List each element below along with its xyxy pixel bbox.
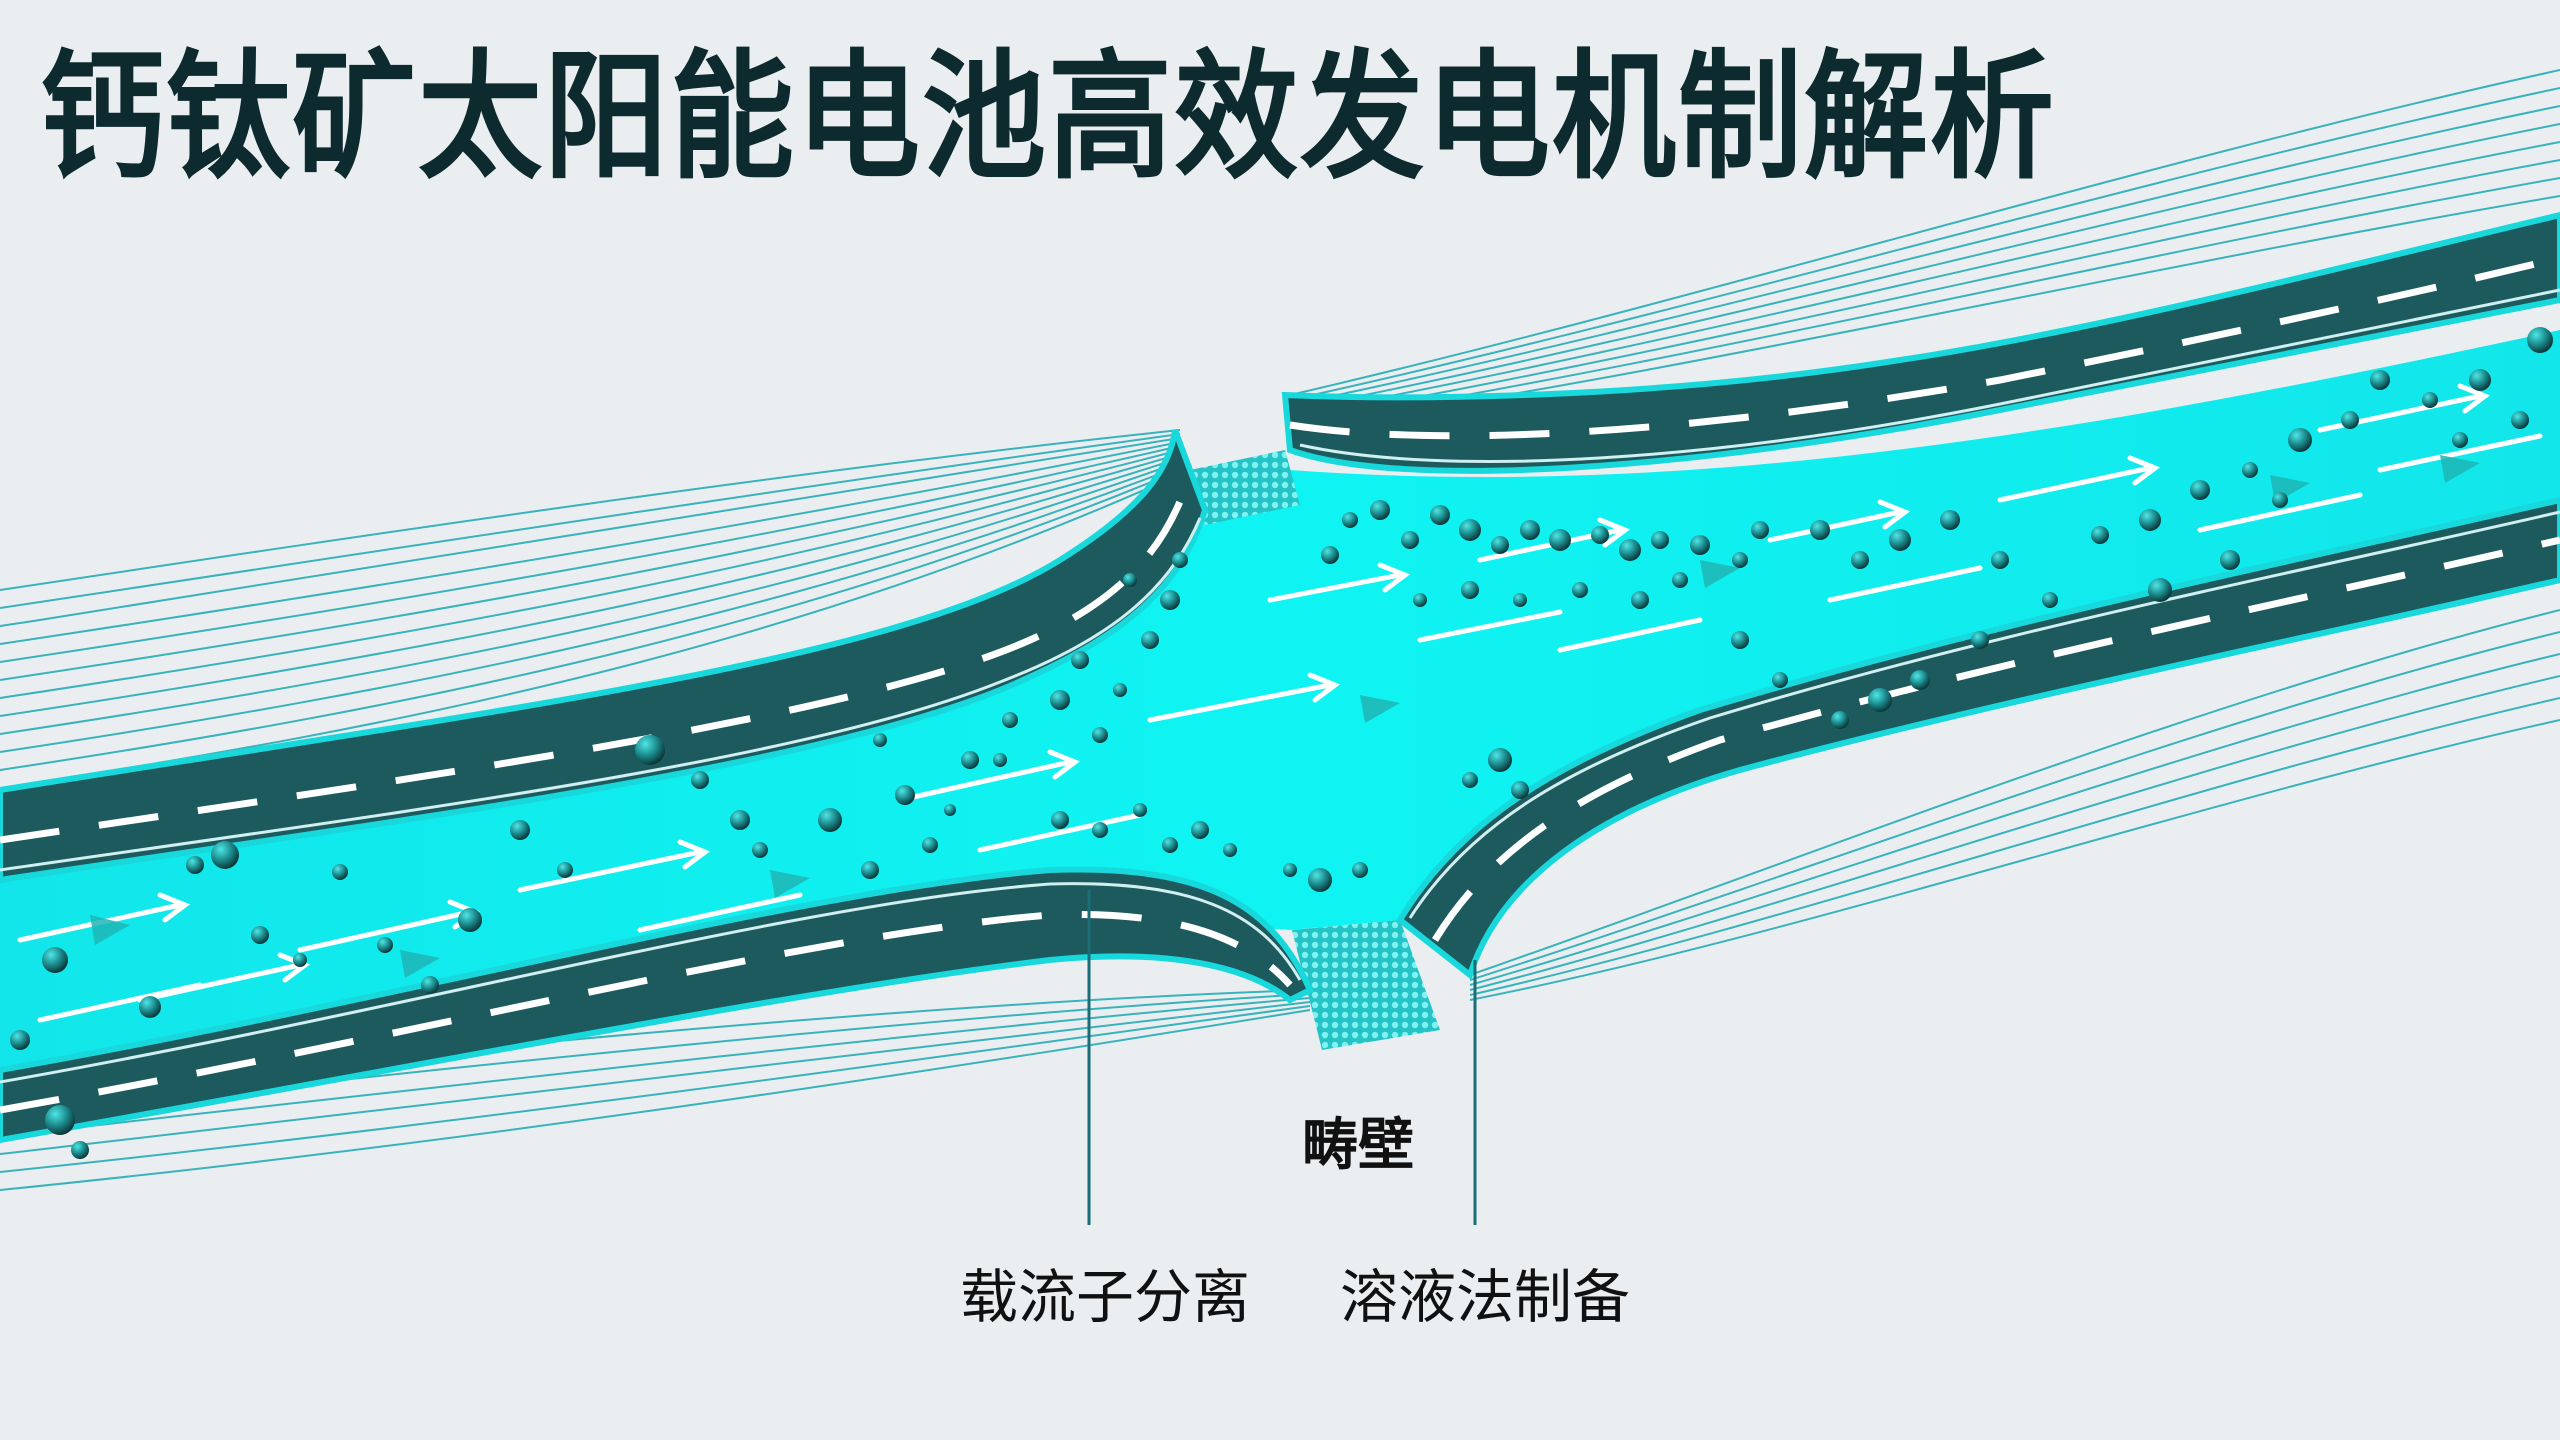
- domain-wall-bottom: [1292, 920, 1440, 1050]
- flow-arrows: [17, 383, 2543, 1023]
- page-title: 钙钛矿太阳能电池高效发电机制解析: [40, 37, 2057, 199]
- charge-particles: [10, 327, 2553, 1159]
- road-upper-right: [1281, 211, 2560, 474]
- field-lines-lower-right: [1469, 609, 2560, 1001]
- road-lower-right: [1396, 496, 2560, 981]
- domain-wall-label: 畴壁: [1302, 1113, 1414, 1178]
- road-lower-left: [0, 866, 1314, 1144]
- flow-arrow-tips: [90, 455, 2480, 978]
- road-upper-left: [0, 428, 1209, 884]
- carrier-separation-label: 载流子分离: [960, 1263, 1251, 1331]
- field-lines-upper-right: [1289, 69, 2560, 431]
- domain-wall-top: [1190, 450, 1300, 525]
- solution-processing-label: 溶液法制备: [1340, 1263, 1631, 1331]
- carrier-channel: [0, 330, 2560, 1070]
